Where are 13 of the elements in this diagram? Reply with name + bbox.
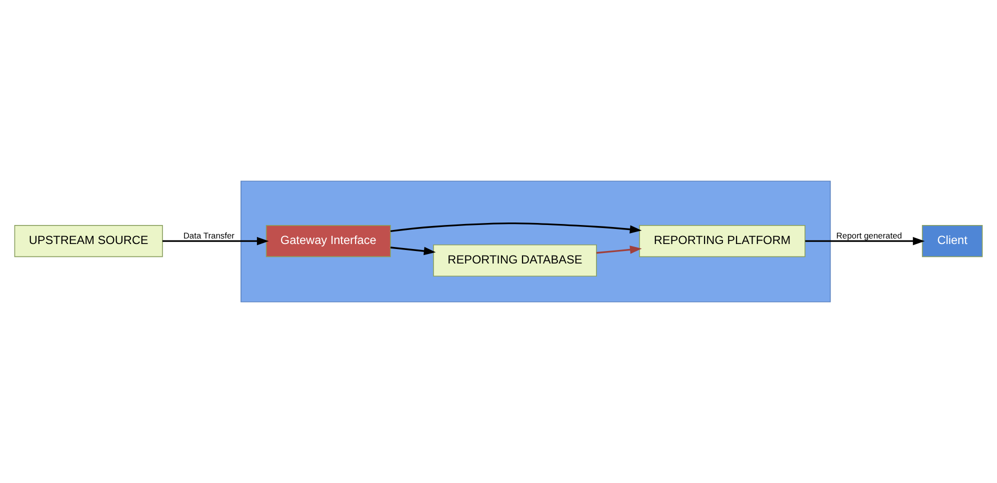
node-box: UPSTREAM SOURCE [14,225,163,258]
arrow [162,236,269,246]
arrow [596,246,642,254]
node-box: REPORTING DATABASE [433,244,597,277]
cluster [240,180,831,302]
node-box: Client [922,225,983,258]
arrow [390,222,642,234]
node-box: REPORTING PLATFORM [639,225,806,258]
arrow [805,236,925,246]
arrow [390,246,436,256]
node-box: Gateway Interface [266,225,391,258]
edge-label: Report generated [836,230,902,241]
edge-label: Data Transfer [183,230,234,241]
